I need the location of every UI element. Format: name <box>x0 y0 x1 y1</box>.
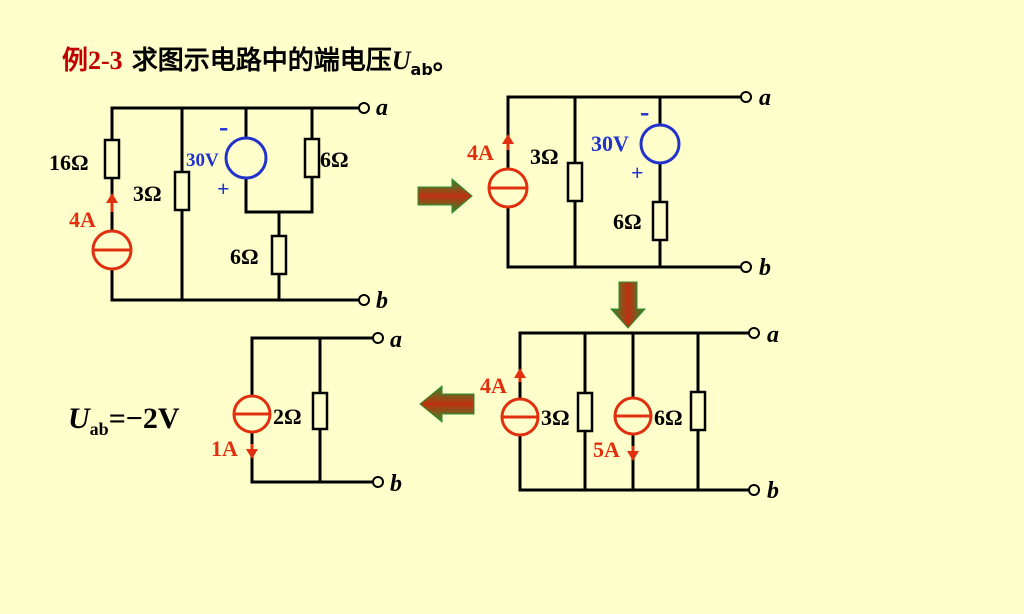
terminal-a <box>740 91 752 103</box>
result-value: =−2V <box>108 402 180 435</box>
label-6ohm-bottom: 6Ω <box>230 244 259 269</box>
example-number: 例2-3 <box>62 46 123 75</box>
terminal-a <box>748 327 760 339</box>
label-6ohm: 6Ω <box>613 209 642 234</box>
resistor-3ohm <box>566 161 584 203</box>
current-source-4a <box>487 134 529 209</box>
label-plus: + <box>217 176 230 201</box>
circuit-original: 16Ω 3Ω 6Ω 6Ω 4A 30V - + a b <box>49 95 388 314</box>
result-subscript: ab <box>89 419 109 439</box>
resistor-6ohm-bottom <box>270 234 288 276</box>
resistor-3ohm <box>173 170 191 212</box>
resistor-3ohm <box>576 391 594 433</box>
arrow-left-icon <box>419 384 475 424</box>
node-a: a <box>390 327 402 353</box>
terminal-a <box>358 102 370 114</box>
circuit-result: 2Ω 1A a b <box>211 327 402 497</box>
current-source-5a <box>613 396 653 461</box>
node-b: b <box>390 471 402 497</box>
terminal-a <box>372 332 384 344</box>
current-source-4a <box>91 193 133 271</box>
label-3ohm: 3Ω <box>133 181 162 206</box>
arrow-down-icon <box>609 281 647 329</box>
label-1a: 1A <box>211 436 238 461</box>
label-2ohm: 2Ω <box>273 404 302 429</box>
node-a: a <box>759 85 771 111</box>
title-variable: U <box>391 46 411 75</box>
label-5a: 5A <box>593 437 620 462</box>
circuit-step-1: 4A 3Ω 30V - + 6Ω a b <box>467 85 771 281</box>
resistor-2ohm <box>311 391 329 431</box>
node-b: b <box>376 288 388 314</box>
label-3ohm: 3Ω <box>530 144 559 169</box>
voltage-source-30v <box>224 136 268 180</box>
label-4a: 4A <box>467 140 494 165</box>
label-16ohm: 16Ω <box>49 150 89 175</box>
node-b: b <box>759 255 771 281</box>
voltage-source-30v <box>639 123 681 165</box>
terminal-b <box>372 476 384 488</box>
terminal-b <box>740 261 752 273</box>
label-4a: 4A <box>480 373 507 398</box>
resistor-6ohm <box>689 390 707 432</box>
resistor-6ohm <box>651 200 669 242</box>
title-text: 求图示电路中的端电压 <box>122 46 392 76</box>
node-a: a <box>767 322 779 348</box>
current-source-1a <box>232 394 272 459</box>
label-minus: - <box>640 97 649 128</box>
arrow-right-icon <box>417 177 473 215</box>
resistor-16ohm <box>103 138 121 180</box>
resistor-6ohm-right <box>303 137 321 179</box>
title-subscript: ab <box>410 60 433 80</box>
label-6ohm: 6Ω <box>654 405 683 430</box>
result-equation: Uab=−2V <box>68 402 180 440</box>
terminal-b <box>358 294 370 306</box>
label-3ohm: 3Ω <box>541 405 570 430</box>
label-6ohm-right: 6Ω <box>320 147 349 172</box>
label-30v: 30V <box>591 131 629 156</box>
page-title: 例2-3 求图示电路中的端电压Uab。 <box>62 40 459 79</box>
node-b: b <box>767 478 779 504</box>
circuit-step-2: 4A 3Ω 5A 6Ω a b <box>480 322 779 504</box>
terminal-b <box>748 484 760 496</box>
title-end: 。 <box>432 46 459 76</box>
label-4a: 4A <box>69 207 96 232</box>
label-minus: - <box>219 112 228 143</box>
label-30v: 30V <box>186 150 219 171</box>
label-plus: + <box>631 160 644 185</box>
current-source-4a <box>500 368 540 437</box>
node-a: a <box>376 95 388 121</box>
result-variable: U <box>68 402 90 435</box>
